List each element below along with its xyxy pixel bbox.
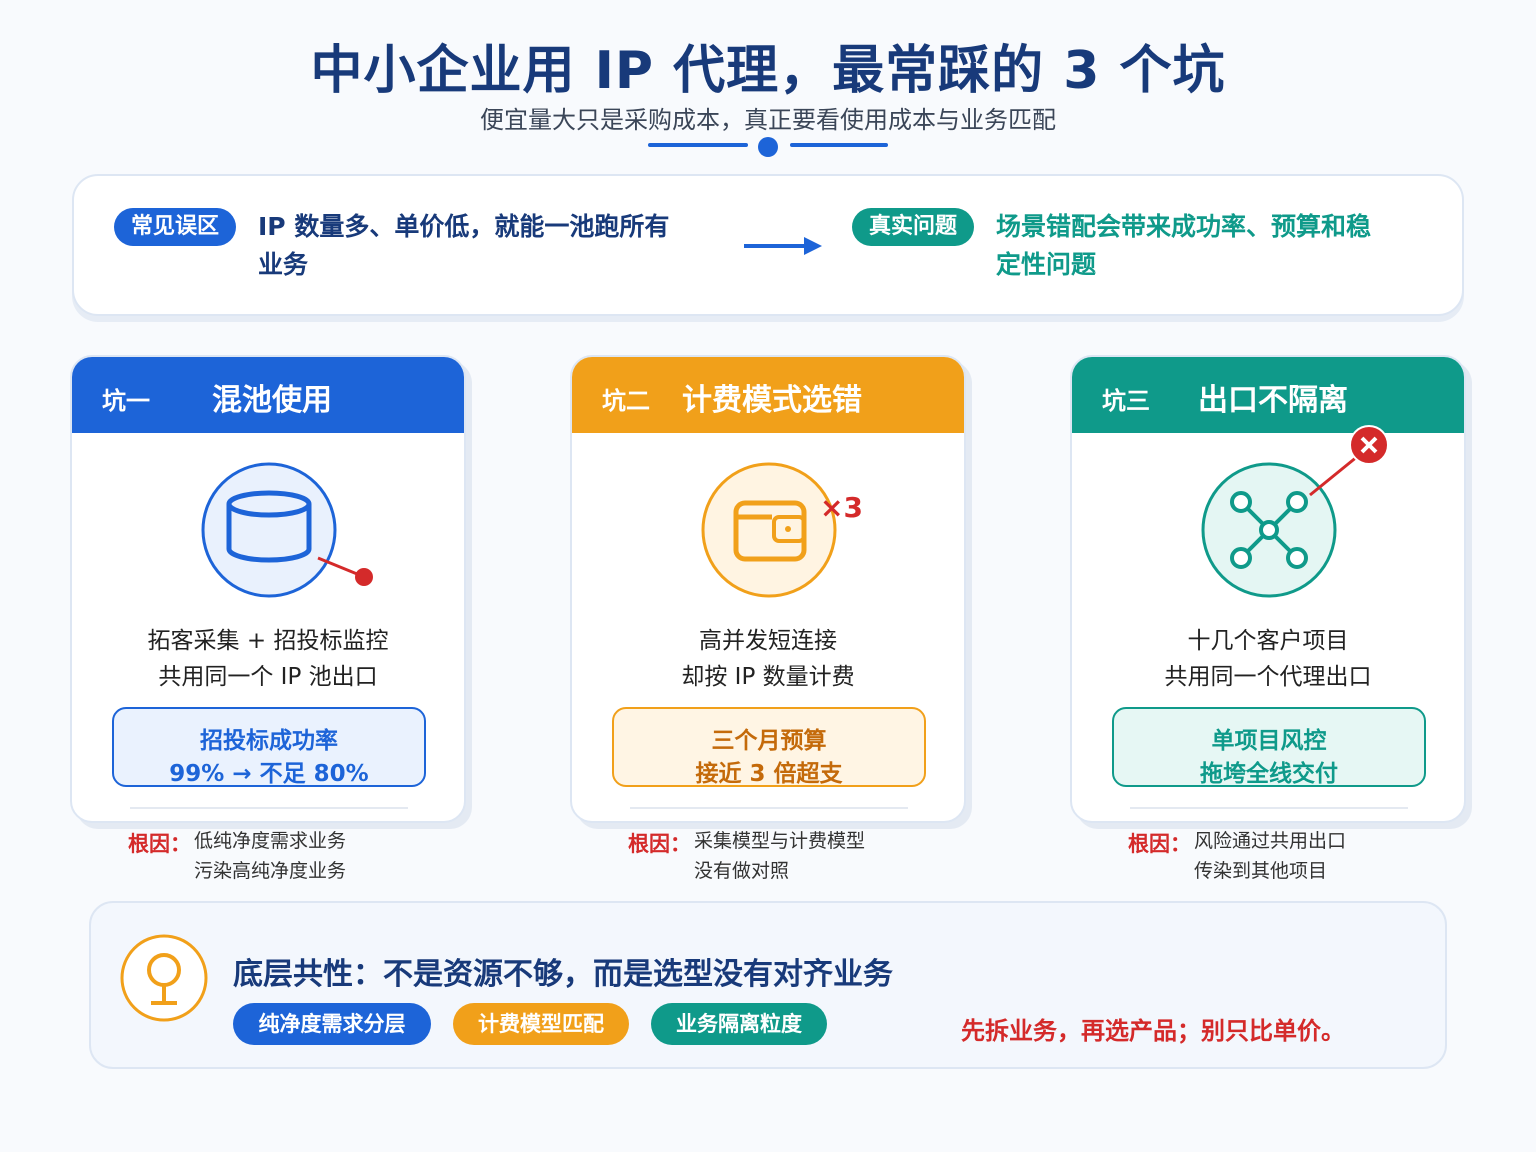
impact-box: 单项目风控 拖垮全线交付 [1112, 707, 1426, 787]
page-subtitle: 便宜量大只是采购成本，真正要看使用成本与业务匹配 [480, 106, 1056, 134]
tag-billing: 计费模型匹配 [453, 1003, 629, 1045]
card-divider [630, 807, 908, 809]
reality-text: 场景错配会带来成功率、预算和稳 定性问题 [996, 212, 1372, 279]
card-header: 坑三 出口不隔离 [1072, 357, 1464, 433]
misconception-text: IP 数量多、单价低，就能一池跑所有 业务 [258, 212, 670, 279]
wallet-icon [701, 462, 837, 598]
tag-isolation: 业务隔离粒度 [651, 1003, 827, 1045]
impact-box: 招投标成功率 99% → 不足 80% [112, 707, 426, 787]
card-number: 坑三 [1102, 387, 1150, 415]
card-header: 坑一 混池使用 [72, 357, 464, 433]
card-description: 高并发短连接 却按 IP 数量计费 [681, 628, 855, 690]
page-title: 中小企业用 IP 代理，最常踩的 3 个坑 [310, 41, 1226, 101]
multiplier-badge: ×3 [820, 491, 863, 524]
card-title: 混池使用 [212, 383, 332, 418]
card-divider [1130, 807, 1408, 809]
header-divider-right [790, 143, 888, 147]
header-divider-left [648, 143, 748, 147]
card-description: 拓客采集 + 招投标监控 共用同一个 IP 池出口 [147, 628, 389, 690]
error-x-icon [1349, 425, 1389, 465]
header-divider-dot [758, 137, 778, 157]
reality-badge: 真实问题 [852, 208, 974, 246]
misconception-panel: 常见误区 IP 数量多、单价低，就能一池跑所有 业务 真实问题 场景错配会带来成… [72, 174, 1464, 316]
lightbulb-icon [120, 934, 208, 1022]
misconception-badge: 常见误区 [114, 208, 236, 246]
card-number: 坑二 [602, 387, 650, 415]
card-title: 计费模式选错 [682, 383, 862, 418]
card-number: 坑一 [102, 387, 150, 415]
summary-panel: 底层共性：不是资源不够，而是选型没有对齐业务 纯净度需求分层 计费模型匹配 业务… [89, 901, 1447, 1069]
card-divider [130, 807, 408, 809]
pitfall-card-1: 坑一 混池使用 拓客采集 + 招投标监控 共用同一个 IP 池出口 招投标成功率… [70, 355, 466, 823]
impact-box: 三个月预算 接近 3 倍超支 [612, 707, 926, 787]
database-icon [201, 462, 373, 598]
card-description: 十几个客户项目 共用同一个代理出口 [1164, 628, 1372, 690]
pitfall-card-3: 坑三 出口不隔离 十几个客户项目 共用同一个代理出口 单项目风控 拖垮全线交付 [1070, 355, 1466, 823]
network-icon [1201, 454, 1359, 598]
card-title: 出口不隔离 [1198, 383, 1348, 418]
summary-conclusion: 先拆业务，再选产品；别只比单价。 [961, 1017, 1345, 1045]
summary-title: 底层共性：不是资源不够，而是选型没有对齐业务 [233, 957, 893, 992]
card-header: 坑二 计费模式选错 [572, 357, 964, 433]
arrow-right-icon [744, 237, 822, 255]
pitfall-card-2: 坑二 计费模式选错 ×3 高并发短连接 却按 IP 数量计费 三个月预算 接近 … [570, 355, 966, 823]
tag-purity: 纯净度需求分层 [233, 1003, 431, 1045]
